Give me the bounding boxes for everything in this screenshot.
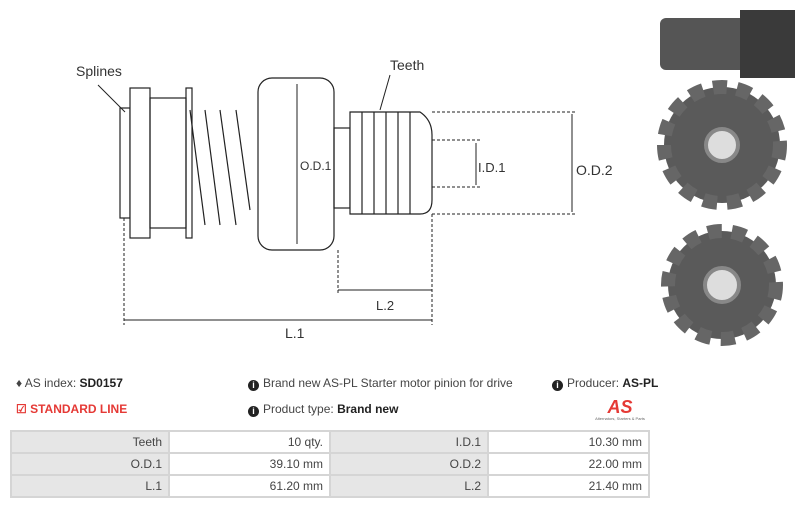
label-od2: O.D.2 (576, 162, 613, 178)
product-photo-back (661, 224, 783, 346)
info-icon: i (248, 380, 259, 391)
product-photo-front (657, 80, 787, 210)
standard-line: ☑ STANDARD LINE (16, 402, 128, 416)
label-l1: L.1 (285, 325, 305, 341)
checkbox-icon: ☑ (16, 402, 27, 416)
table-cell: Teeth (10, 430, 170, 454)
table-cell: 21.40 mm (487, 474, 650, 498)
table-cell: I.D.1 (329, 430, 489, 454)
info-icon: i (248, 406, 259, 417)
table-cell: L.2 (329, 474, 489, 498)
table-cell: 10.30 mm (487, 430, 650, 454)
technical-drawing: Splines Teeth O.D.1 I.D.1 O.D.2 L.1 L.2 (76, 10, 795, 346)
table-cell: 39.10 mm (168, 452, 331, 476)
label-id1: I.D.1 (478, 160, 505, 175)
table-cell: 10 qty. (168, 430, 331, 454)
table-cell: O.D.2 (329, 452, 489, 476)
label-od1: O.D.1 (300, 159, 332, 173)
table-cell: O.D.1 (10, 452, 170, 476)
label-splines: Splines (76, 63, 122, 79)
table-cell: 22.00 mm (487, 452, 650, 476)
as-index: ♦ AS index: SD0157 (16, 376, 123, 390)
label-teeth: Teeth (390, 57, 424, 73)
table-cell: L.1 (10, 474, 170, 498)
info-icon: i (552, 380, 563, 391)
product-photo-side (660, 10, 795, 78)
table-cell: 61.20 mm (168, 474, 331, 498)
label-l2: L.2 (376, 298, 394, 313)
tag-icon: ♦ (16, 376, 23, 390)
